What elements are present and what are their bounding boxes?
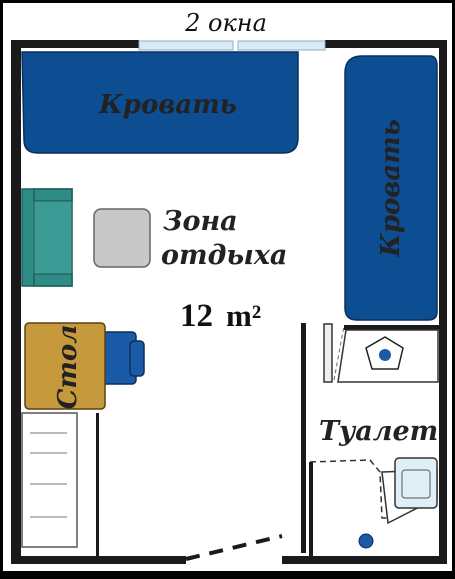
- windows: [138, 40, 326, 51]
- window-right: [237, 40, 326, 51]
- sofa-seat: [33, 200, 73, 275]
- desk: Стол: [24, 322, 106, 410]
- bed-right-label: Кровать: [376, 119, 406, 258]
- bathroom-lower-wall: [309, 462, 313, 556]
- bed-right: Кровать: [344, 55, 438, 321]
- sofa: [21, 188, 73, 287]
- shower: [337, 329, 439, 383]
- rest-zone-label-line2: отдыха: [161, 240, 287, 271]
- wall-top-left: [11, 40, 139, 48]
- bathroom-door-swing: [333, 325, 345, 381]
- wardrobe-partition: [96, 413, 99, 558]
- toilet-label: Туалет: [319, 416, 438, 447]
- bed-right-shape: [344, 55, 438, 321]
- sofa-arm-bottom: [33, 273, 73, 287]
- bathroom-partition: [309, 459, 388, 519]
- wardrobe-body: [21, 412, 78, 548]
- desk-chair: [99, 331, 145, 385]
- windows-label: 2 окна: [184, 9, 267, 37]
- wall-bottom-right: [282, 556, 447, 564]
- outer-walls: [11, 40, 447, 564]
- bathroom-door-leaf: [323, 323, 333, 383]
- washbasin: [394, 457, 438, 509]
- bathroom-wall-left: [301, 323, 306, 553]
- sofa-arm-top: [33, 188, 73, 202]
- window-left: [138, 40, 234, 51]
- wall-bottom-left: [11, 556, 186, 564]
- bed-top-label: Кровать: [98, 90, 237, 120]
- shower-drain: [379, 349, 391, 361]
- area-unit: m²: [226, 298, 261, 333]
- washbasin-inner: [401, 469, 431, 499]
- coffee-table: [93, 208, 151, 268]
- desk-top: [24, 322, 106, 410]
- wall-top-right: [325, 40, 445, 48]
- bed-top: Кровать: [21, 51, 299, 154]
- bathroom-walls: [301, 323, 443, 553]
- area-number: 12: [180, 298, 213, 334]
- wall-left: [11, 40, 21, 564]
- chair-back: [129, 340, 145, 377]
- wall-right: [439, 40, 447, 564]
- rest-zone-label-line1: Зона: [163, 206, 238, 237]
- bed-top-shape: [21, 51, 299, 154]
- bathroom-wall-top: [344, 325, 443, 330]
- wardrobe: [21, 412, 99, 558]
- floor-drain: [358, 533, 374, 549]
- desk-label: Стол: [53, 325, 83, 410]
- entrance-door-swing: [185, 534, 283, 561]
